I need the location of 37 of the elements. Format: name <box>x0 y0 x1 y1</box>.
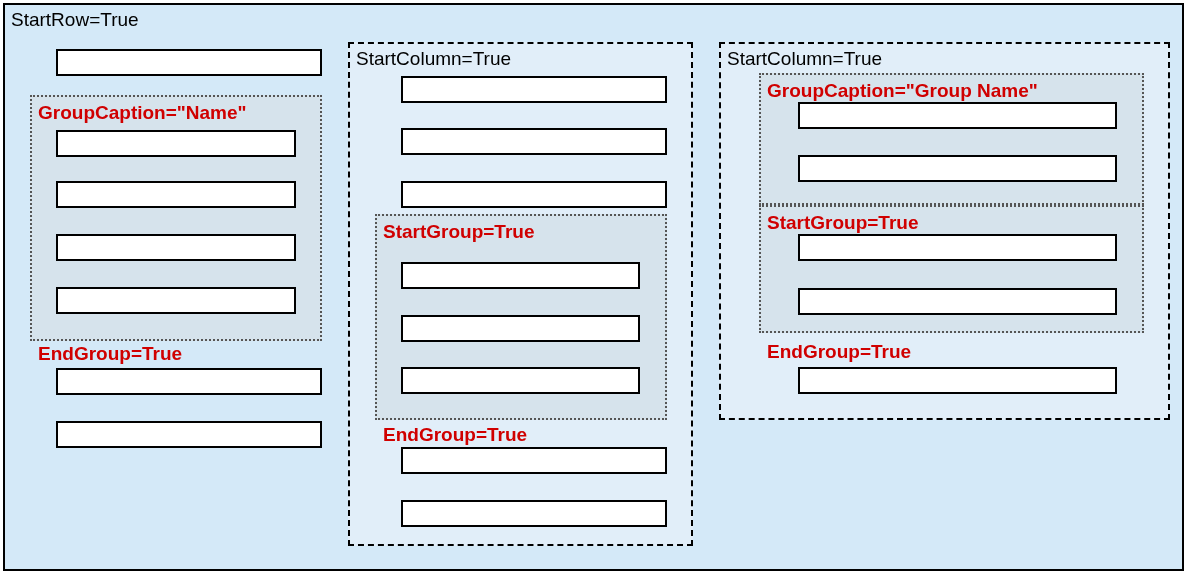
input-field <box>56 368 322 395</box>
input-field <box>401 128 667 155</box>
property-label: EndGroup=True <box>38 343 183 365</box>
group-panel <box>759 73 1144 205</box>
input-field <box>798 155 1117 182</box>
group-panel <box>30 95 322 341</box>
input-field <box>401 447 667 474</box>
panel-title: StartColumn=True <box>727 48 883 70</box>
group-caption: StartGroup=True <box>383 221 535 243</box>
input-field <box>56 130 296 157</box>
input-field <box>798 367 1117 394</box>
input-field <box>56 287 296 314</box>
input-field <box>56 49 322 76</box>
input-field <box>401 181 667 208</box>
column-panel <box>719 42 1170 420</box>
property-label: EndGroup=True <box>383 424 528 446</box>
input-field <box>401 500 667 527</box>
group-caption: StartGroup=True <box>767 212 919 234</box>
input-field <box>401 315 640 342</box>
input-field <box>401 76 667 103</box>
input-field <box>798 288 1117 315</box>
group-panel <box>759 205 1144 333</box>
group-caption: GroupCaption="Name" <box>38 102 247 124</box>
input-field <box>798 102 1117 129</box>
panel-title: StartRow=True <box>11 9 139 31</box>
input-field <box>401 262 640 289</box>
input-field <box>56 234 296 261</box>
property-label: EndGroup=True <box>767 341 912 363</box>
panel-title: StartColumn=True <box>356 48 512 70</box>
input-field <box>401 367 640 394</box>
group-panel <box>375 214 667 420</box>
input-field <box>798 234 1117 261</box>
row-panel <box>3 3 1184 571</box>
input-field <box>56 181 296 208</box>
input-field <box>56 421 322 448</box>
column-panel <box>348 42 693 546</box>
group-caption: GroupCaption="Group Name" <box>767 80 1038 102</box>
